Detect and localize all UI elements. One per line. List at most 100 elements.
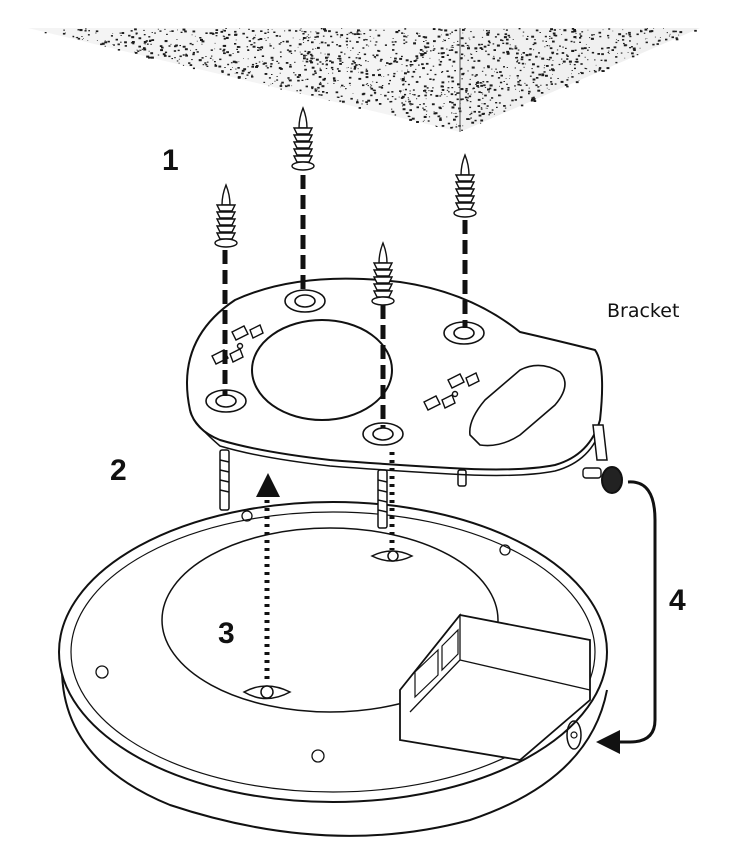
speckle xyxy=(115,38,118,41)
speckle xyxy=(401,78,405,81)
speckle xyxy=(214,61,216,63)
speckle xyxy=(319,69,322,72)
speckle xyxy=(488,91,490,93)
speckle xyxy=(189,64,193,66)
speckle xyxy=(372,74,375,77)
speckle xyxy=(333,83,335,84)
speckle xyxy=(403,33,405,34)
speckle xyxy=(618,33,622,36)
speckle xyxy=(380,86,383,88)
speckle xyxy=(401,102,403,104)
speckle xyxy=(487,31,490,34)
speckle xyxy=(478,111,481,113)
wall-screw xyxy=(371,241,395,306)
speckle xyxy=(519,96,523,99)
speckle xyxy=(311,66,315,69)
speckle xyxy=(138,37,142,40)
speckle xyxy=(440,29,443,31)
speckle xyxy=(594,70,597,73)
speckle xyxy=(440,85,444,88)
speckle xyxy=(436,126,438,127)
speckle xyxy=(469,78,471,80)
speckle xyxy=(243,58,244,59)
speckle xyxy=(601,47,604,50)
speckle xyxy=(222,49,225,52)
speckle xyxy=(517,83,520,86)
speckle xyxy=(429,57,431,59)
speckle xyxy=(267,29,269,31)
speckle xyxy=(427,46,430,48)
speckle xyxy=(137,50,140,52)
speckle xyxy=(268,85,270,87)
speckle xyxy=(480,107,483,109)
speckle xyxy=(549,35,551,37)
speckle xyxy=(541,57,545,60)
speckle xyxy=(411,103,414,105)
speckle xyxy=(470,31,472,33)
speckle xyxy=(536,65,540,68)
speckle xyxy=(628,34,631,36)
speckle xyxy=(238,61,240,63)
speckle xyxy=(464,42,467,44)
speckle xyxy=(521,53,522,55)
speckle xyxy=(373,56,376,58)
speckle xyxy=(422,107,424,109)
speckle xyxy=(409,93,411,95)
speckle xyxy=(101,42,105,45)
speckle xyxy=(486,30,488,32)
speckle xyxy=(537,89,541,92)
speckle xyxy=(422,103,425,105)
speckle xyxy=(433,111,435,113)
speckle xyxy=(672,30,675,33)
speckle xyxy=(627,52,629,53)
speckle xyxy=(402,105,404,107)
speckle xyxy=(159,45,163,47)
speckle xyxy=(311,94,314,96)
speckle xyxy=(525,54,529,57)
speckle xyxy=(236,46,240,48)
speckle xyxy=(401,79,405,82)
speckle xyxy=(535,84,538,87)
ceiling-texture xyxy=(44,28,697,131)
speckle xyxy=(205,64,208,66)
speckle xyxy=(423,119,425,121)
speckle xyxy=(315,31,317,33)
speckle xyxy=(295,30,298,32)
speckle xyxy=(519,84,522,86)
speckle xyxy=(481,120,483,122)
speckle xyxy=(402,108,406,111)
speckle xyxy=(150,52,154,55)
speckle xyxy=(238,46,241,48)
speckle xyxy=(234,61,238,64)
speckle xyxy=(499,81,503,84)
speckle xyxy=(148,56,151,59)
speckle xyxy=(272,83,274,84)
speckle xyxy=(290,53,293,54)
speckle xyxy=(276,79,279,81)
speckle xyxy=(599,35,602,38)
speckle xyxy=(367,61,369,62)
speckle xyxy=(209,57,212,59)
speckle xyxy=(393,60,396,63)
speckle xyxy=(302,33,305,35)
speckle xyxy=(206,65,209,67)
speckle xyxy=(325,92,328,94)
speckle xyxy=(435,94,439,97)
speckle xyxy=(464,55,466,57)
speckle xyxy=(601,70,605,72)
speckle xyxy=(538,52,540,54)
speckle xyxy=(521,89,524,92)
speckle xyxy=(192,67,195,70)
speckle xyxy=(356,41,359,43)
speckle xyxy=(182,28,186,31)
speckle xyxy=(299,39,301,40)
speckle xyxy=(450,46,452,48)
speckle xyxy=(515,57,518,59)
speckle xyxy=(360,30,362,32)
speckle xyxy=(466,99,468,101)
speckle xyxy=(598,70,600,72)
speckle xyxy=(413,94,416,96)
speckle xyxy=(607,47,610,49)
speckle xyxy=(487,53,490,56)
speckle xyxy=(544,64,546,66)
